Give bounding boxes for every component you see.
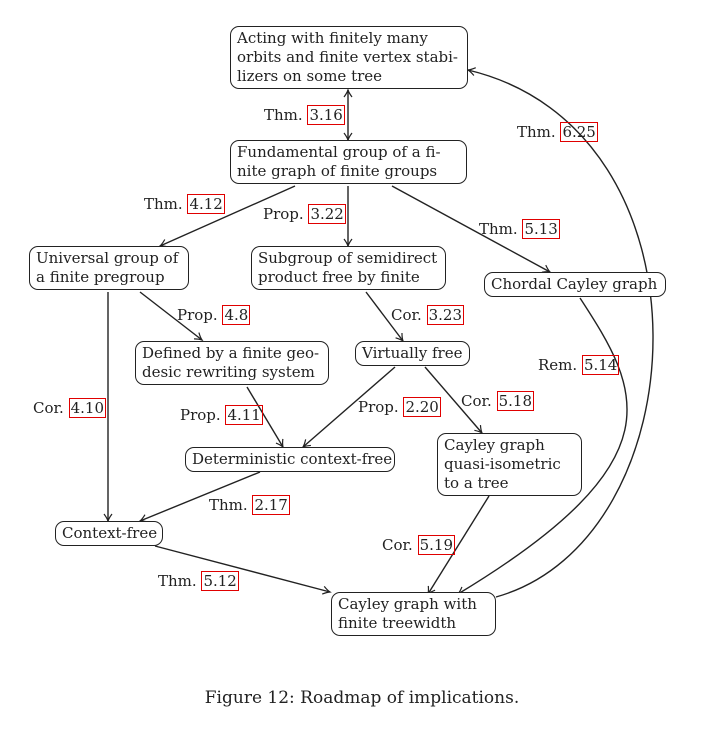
ref-link[interactable]: 3.22	[308, 204, 346, 224]
label-prop-2-20: Prop. 2.20	[358, 397, 441, 417]
label-kind: Thm.	[479, 220, 518, 238]
edge-5-19	[426, 495, 490, 596]
label-cor-5-19: Cor. 5.19	[382, 535, 455, 555]
edge-5-14	[456, 297, 628, 595]
label-kind: Cor.	[33, 399, 64, 417]
ref-link[interactable]: 5.13	[522, 219, 560, 239]
ref-link[interactable]: 2.17	[252, 495, 290, 515]
ref-link[interactable]: 6.25	[560, 122, 598, 142]
edge-2-17	[138, 471, 261, 523]
edge-3-23	[365, 291, 405, 343]
node-line: Virtually free	[362, 344, 463, 362]
node-context-free: Context-free	[55, 521, 163, 546]
edge-5-12	[154, 545, 332, 595]
node-subgroup-semidirect: Subgroup of semidirect product free by f…	[251, 246, 446, 290]
ref-link[interactable]: 4.8	[222, 305, 251, 325]
label-kind: Thm.	[517, 123, 556, 141]
label-thm-2-17: Thm. 2.17	[209, 495, 290, 515]
label-thm-3-16: Thm. 3.16	[264, 105, 345, 125]
label-kind: Thm.	[158, 572, 197, 590]
node-chordal-cayley-graph: Chordal Cayley graph	[484, 272, 666, 297]
node-universal-group: Universal group of a finite pregroup	[29, 246, 189, 290]
label-kind: Rem.	[538, 356, 578, 374]
node-line: lizers on some tree	[237, 67, 383, 85]
ref-link[interactable]: 2.20	[403, 397, 441, 417]
label-kind: Cor.	[382, 536, 413, 554]
ref-link[interactable]: 3.16	[307, 105, 345, 125]
edge-5-13	[391, 185, 552, 273]
node-line: to a tree	[444, 474, 509, 492]
node-fundamental-group: Fundamental group of a fi- nite graph of…	[230, 140, 467, 184]
ref-link[interactable]: 4.12	[187, 194, 225, 214]
edge-6-25	[466, 67, 654, 598]
node-acting-on-tree: Acting with finitely many orbits and fin…	[230, 26, 468, 89]
node-line: orbits and finite vertex stabi-	[237, 48, 458, 66]
node-virtually-free: Virtually free	[355, 341, 470, 366]
node-line: Context-free	[62, 524, 158, 542]
label-prop-4-8: Prop. 4.8	[177, 305, 251, 325]
node-line: Subgroup of semidirect	[258, 249, 438, 267]
edge-4-12	[158, 185, 296, 248]
node-line: Cayley graph	[444, 436, 545, 454]
node-deterministic-context-free: Deterministic context-free	[185, 447, 395, 472]
edge-4-11	[246, 386, 284, 449]
ref-link[interactable]: 5.19	[417, 535, 455, 555]
ref-link[interactable]: 4.11	[225, 405, 263, 425]
figure-caption: Figure 12: Roadmap of implications.	[204, 688, 520, 708]
label-kind: Prop.	[263, 205, 304, 223]
label-thm-5-12: Thm. 5.12	[158, 571, 239, 591]
node-line: Defined by a finite geo-	[142, 344, 320, 362]
node-line: Deterministic context-free	[192, 450, 393, 468]
label-prop-4-11: Prop. 4.11	[180, 405, 263, 425]
ref-link[interactable]: 3.23	[426, 305, 464, 325]
ref-link[interactable]: 5.12	[201, 571, 239, 591]
node-line: quasi-isometric	[444, 455, 561, 473]
node-line: Fundamental group of a fi-	[237, 143, 441, 161]
edge-2-20	[301, 366, 396, 449]
ref-link[interactable]: 5.18	[496, 391, 534, 411]
edge-5-18	[424, 366, 484, 435]
node-line: a finite pregroup	[36, 268, 165, 286]
label-kind: Thm.	[144, 195, 183, 213]
label-kind: Prop.	[177, 306, 218, 324]
label-cor-4-10: Cor. 4.10	[33, 398, 106, 418]
label-thm-4-12: Thm. 4.12	[144, 194, 225, 214]
node-line: nite graph of finite groups	[237, 162, 438, 180]
node-line: Universal group of	[36, 249, 179, 267]
node-finite-treewidth: Cayley graph with finite treewidth	[331, 592, 496, 636]
label-kind: Prop.	[358, 398, 399, 416]
ref-link[interactable]: 4.10	[68, 398, 106, 418]
label-prop-3-22: Prop. 3.22	[263, 204, 346, 224]
edge-4-8	[139, 291, 204, 342]
label-rem-5-14: Rem. 5.14	[538, 355, 620, 375]
label-cor-3-23: Cor. 3.23	[391, 305, 464, 325]
label-kind: Cor.	[391, 306, 422, 324]
label-kind: Cor.	[461, 392, 492, 410]
node-line: Chordal Cayley graph	[491, 275, 658, 293]
node-line: Cayley graph with	[338, 595, 477, 613]
node-line: desic rewriting system	[142, 363, 315, 381]
node-line: finite treewidth	[338, 614, 457, 632]
label-kind: Thm.	[264, 106, 303, 124]
node-line: product free by finite	[258, 268, 420, 286]
label-cor-5-18: Cor. 5.18	[461, 391, 534, 411]
node-quasi-isometric: Cayley graph quasi-isometric to a tree	[437, 433, 582, 496]
node-geodesic-rewriting: Defined by a finite geo- desic rewriting…	[135, 341, 329, 385]
label-kind: Thm.	[209, 496, 248, 514]
node-line: Acting with finitely many	[237, 29, 428, 47]
label-thm-5-13: Thm. 5.13	[479, 219, 560, 239]
label-kind: Prop.	[180, 406, 221, 424]
ref-link[interactable]: 5.14	[581, 355, 620, 375]
label-thm-6-25: Thm. 6.25	[517, 122, 598, 142]
